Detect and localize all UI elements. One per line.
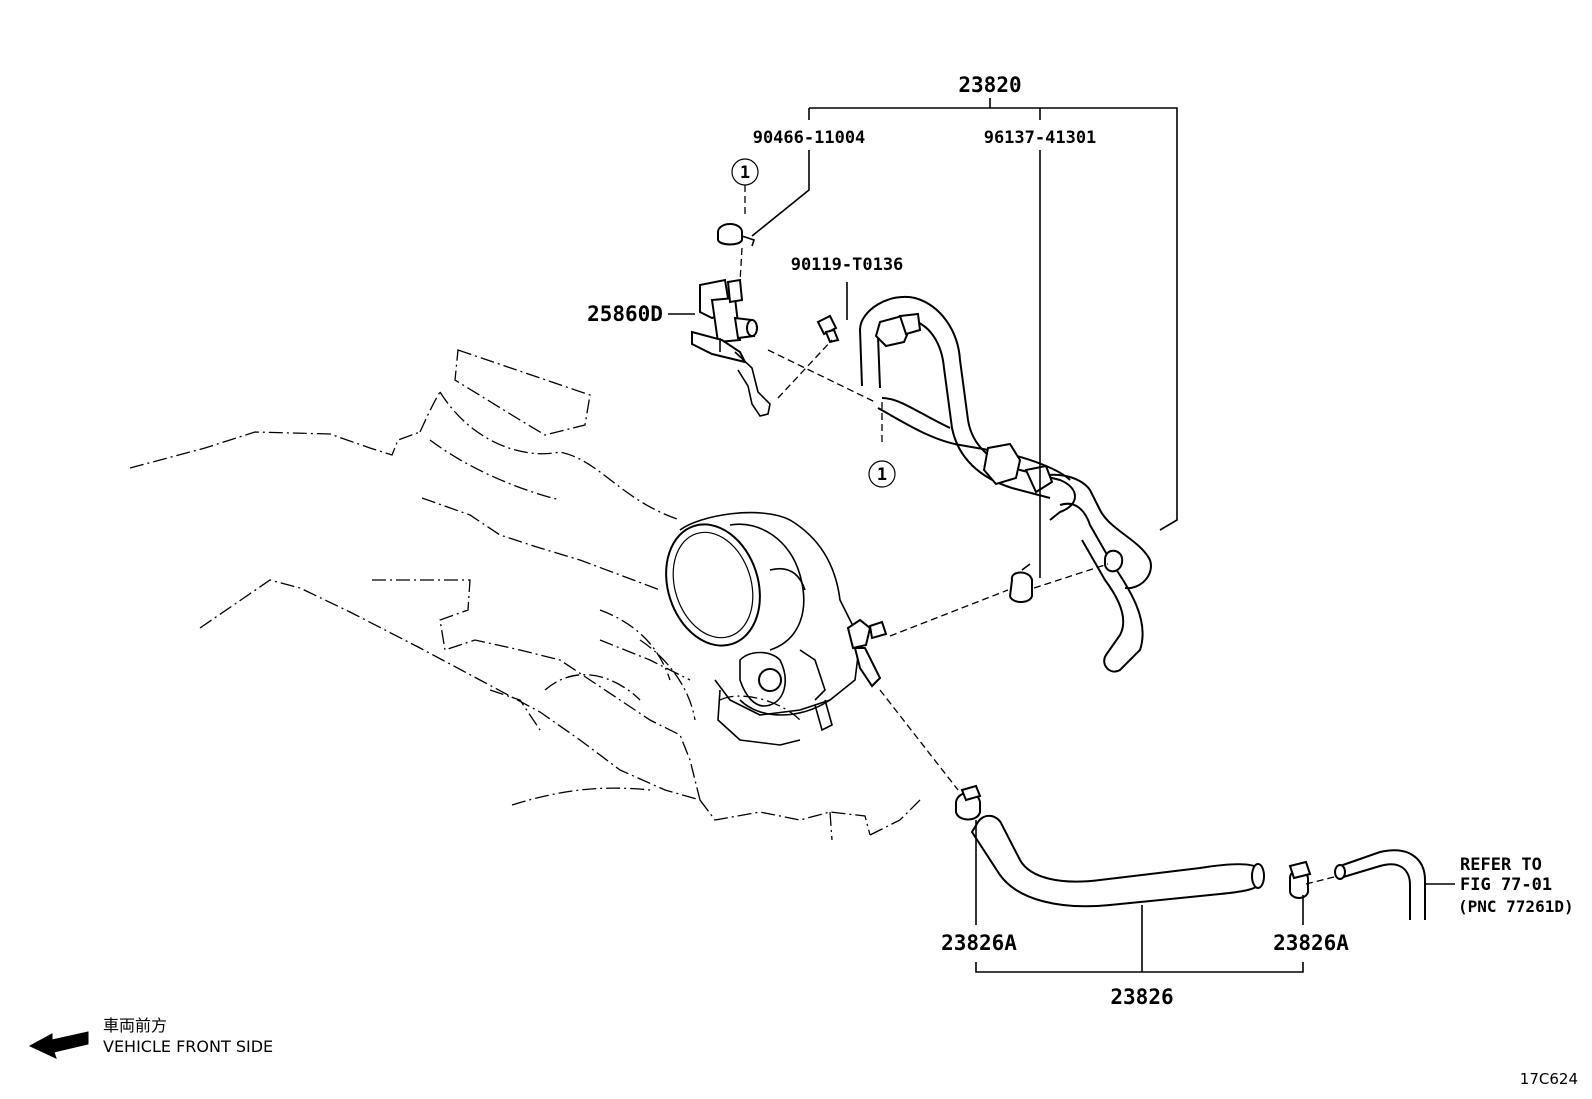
- upper-hose: [858, 295, 1152, 673]
- refer-line-3: (PNC 77261D): [1458, 897, 1574, 916]
- callout-1-middle: 1: [868, 460, 896, 488]
- reference-pipe: [1334, 849, 1426, 920]
- refer-line-2: FIG 77-01: [1460, 875, 1552, 895]
- label-23826A-left: 23826A: [941, 931, 1017, 955]
- clamp-bottom-left: [955, 784, 982, 821]
- label-90466-11004: 90466-11004: [753, 128, 866, 148]
- legend-japanese: 車両前方: [103, 1016, 167, 1035]
- label-96137-41301: 96137-41301: [984, 128, 1097, 148]
- label-23820: 23820: [958, 73, 1021, 97]
- figure-code: 17C624: [1520, 1070, 1578, 1088]
- label-23826A-right: 23826A: [1273, 931, 1349, 955]
- throttle-body: [665, 511, 888, 746]
- clamp-top: [717, 223, 756, 247]
- clamp-lower: [1008, 563, 1033, 603]
- front-arrow-icon: [28, 1031, 89, 1059]
- assembly-lines: [739, 185, 1339, 885]
- engine-ghost-outline: [129, 349, 921, 841]
- callout-1-top-text: 1: [740, 163, 750, 183]
- bolt: [816, 314, 840, 344]
- legend-english: VEHICLE FRONT SIDE: [103, 1037, 273, 1056]
- callout-1-middle-text: 1: [877, 465, 887, 485]
- leader-lines: [668, 98, 1455, 973]
- refer-line-1: REFER TO: [1460, 855, 1542, 875]
- vsv-valve: [691, 278, 771, 417]
- label-23826: 23826: [1110, 985, 1173, 1009]
- label-90119-T0136: 90119-T0136: [791, 255, 904, 275]
- lower-hose: [970, 814, 1265, 908]
- callout-1-top: 1: [731, 158, 759, 186]
- clamp-bottom-right: [1288, 860, 1312, 899]
- label-25860D: 25860D: [587, 302, 663, 326]
- vehicle-front-legend: 車両前方 VEHICLE FRONT SIDE: [28, 1016, 273, 1059]
